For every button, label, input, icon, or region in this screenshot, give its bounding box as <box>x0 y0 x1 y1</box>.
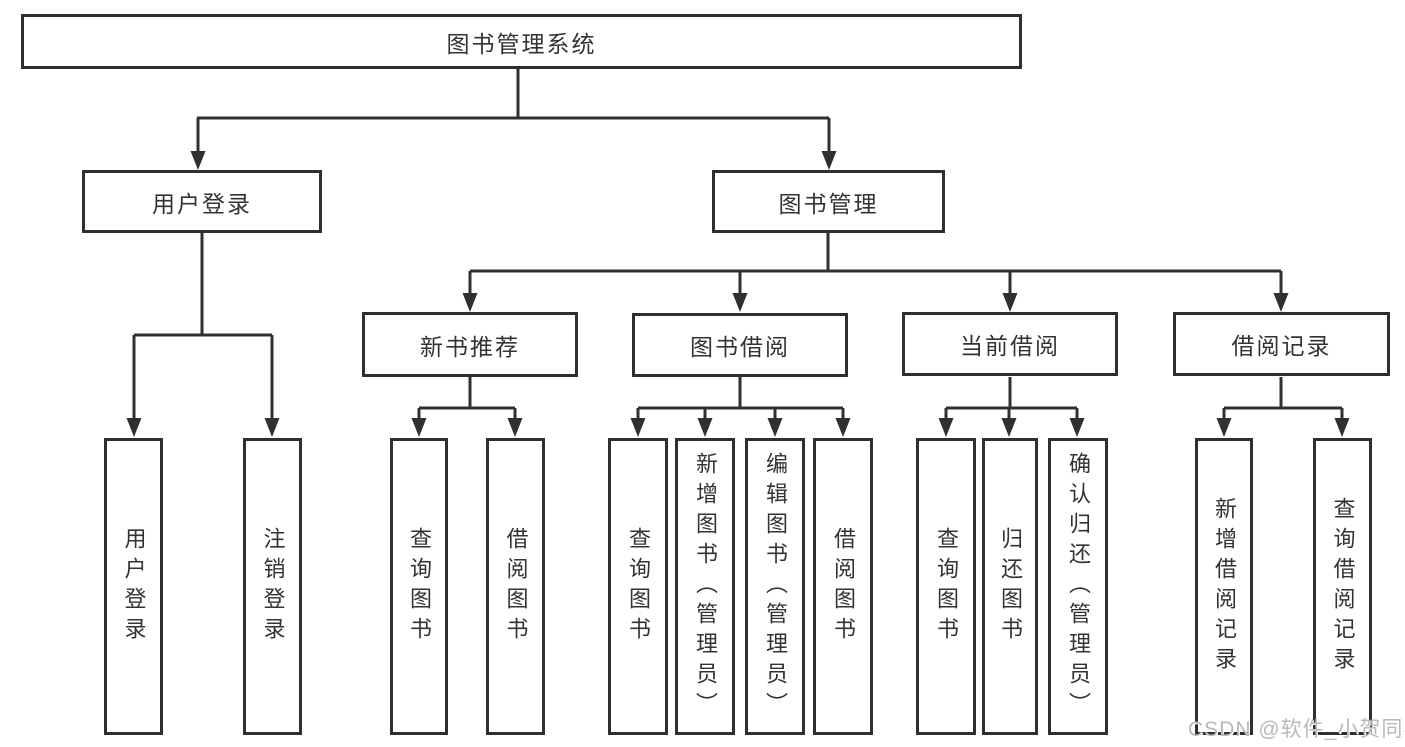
arrowhead <box>126 418 142 437</box>
leaf-return-books: 归还图书 <box>982 438 1038 735</box>
arrowhead <box>697 418 713 437</box>
arrowhead <box>190 151 206 170</box>
arrowhead <box>507 418 523 437</box>
leaf-query-books-recommend: 查询图书 <box>390 438 448 735</box>
leaf-query-books: 查询图书 <box>608 438 668 735</box>
arrowhead <box>767 418 783 437</box>
leaf-add-books-admin: 新增图书（管理员） <box>675 438 735 735</box>
leaf-borrow-books: 借阅图书 <box>813 438 873 735</box>
leaf-confirm-return-admin: 确认归还（管理员） <box>1048 438 1108 735</box>
arrowhead <box>732 293 748 312</box>
node-book-management: 图书管理 <box>712 170 945 233</box>
arrowhead <box>1273 293 1289 312</box>
node-book-borrowing: 图书借阅 <box>632 313 848 377</box>
arrowhead <box>1069 418 1085 437</box>
arrowhead <box>1216 418 1232 437</box>
node-user-login: 用户登录 <box>82 170 322 233</box>
node-root-system: 图书管理系统 <box>21 14 1022 69</box>
arrowhead <box>1334 418 1350 437</box>
arrowhead <box>411 418 427 437</box>
csdn-watermark: CSDN @软件_小贺同学 <box>1188 718 1405 741</box>
leaf-user-login: 用户登录 <box>104 438 163 735</box>
node-current-borrowing: 当前借阅 <box>902 312 1118 376</box>
leaf-edit-books-admin: 编辑图书（管理员） <box>745 438 805 735</box>
arrowhead <box>835 418 851 437</box>
arrowhead <box>462 293 478 312</box>
arrowhead <box>1001 418 1017 437</box>
node-borrow-records: 借阅记录 <box>1173 312 1390 376</box>
node-new-book-recommend: 新书推荐 <box>362 312 578 377</box>
leaf-query-borrow-record: 查询借阅记录 <box>1313 438 1372 735</box>
leaf-add-borrow-record: 新增借阅记录 <box>1195 438 1253 735</box>
arrowhead <box>821 151 837 170</box>
leaf-logout: 注销登录 <box>243 438 302 735</box>
arrowhead <box>1002 293 1018 312</box>
arrowhead <box>630 418 646 437</box>
leaf-query-books-current: 查询图书 <box>916 438 976 735</box>
arrowhead <box>938 418 954 437</box>
leaf-borrow-books-recommend: 借阅图书 <box>486 438 545 735</box>
arrowhead <box>264 418 280 437</box>
